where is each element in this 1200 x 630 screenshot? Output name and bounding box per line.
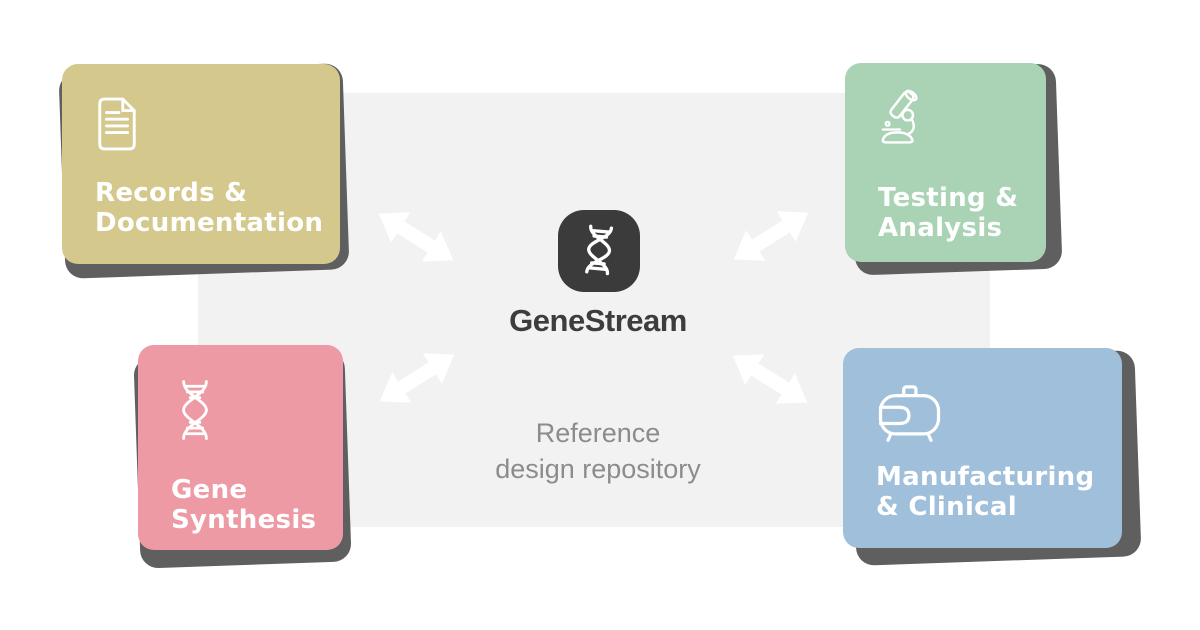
card-manufacturing-clinical: Manufacturing & Clinical [843,348,1142,566]
double-arrow-top-right [733,211,809,261]
card-face: Manufacturing & Clinical [843,348,1122,548]
double-arrow-bottom-right [732,354,808,404]
double-arrow-shape [378,212,454,262]
app-subtitle-line1: Reference [535,418,661,448]
card-face: Testing & Analysis [845,63,1046,262]
card-label-line2: Analysis [878,213,1003,243]
card-face: Records & Documentation [62,64,340,264]
app-subtitle: Reference design repository [398,415,798,487]
card-label-line1: Gene [171,475,248,505]
card-gene-synthesis: Gene Synthesis [133,345,352,569]
app-title: GeneStream [509,303,687,338]
double-arrow-top-left [378,212,454,262]
card-label: Gene Synthesis [171,475,316,535]
card-label: Testing & Analysis [878,183,1018,243]
app-subtitle-line2: design repository [495,454,701,484]
card-label-line2: Synthesis [171,505,317,535]
card-label-line1: Testing & [878,183,1019,213]
double-arrow-shape [732,354,808,404]
card-label-line1: Records & [95,178,248,208]
card-label-line1: Manufacturing [876,462,1095,492]
double-arrow-shape [733,211,809,261]
genestream-app-icon [558,210,640,292]
dna-strand-icon [182,380,208,440]
card-label-line2: Documentation [95,208,324,238]
card-label: Manufacturing & Clinical [876,462,1094,522]
microscope-icon [881,89,918,144]
card-records-documentation: Records & Documentation [58,63,350,279]
card-face: Gene Synthesis [138,345,343,550]
card-label: Records & Documentation [95,178,323,238]
double-arrow-bottom-left [379,353,455,403]
card-label-line2: & Clinical [876,492,1017,522]
document-icon [98,97,136,151]
double-arrow-shape [379,353,455,403]
card-testing-analysis: Testing & Analysis [845,63,1063,276]
bioreactor-icon [878,385,941,442]
dna-icon [585,224,614,276]
